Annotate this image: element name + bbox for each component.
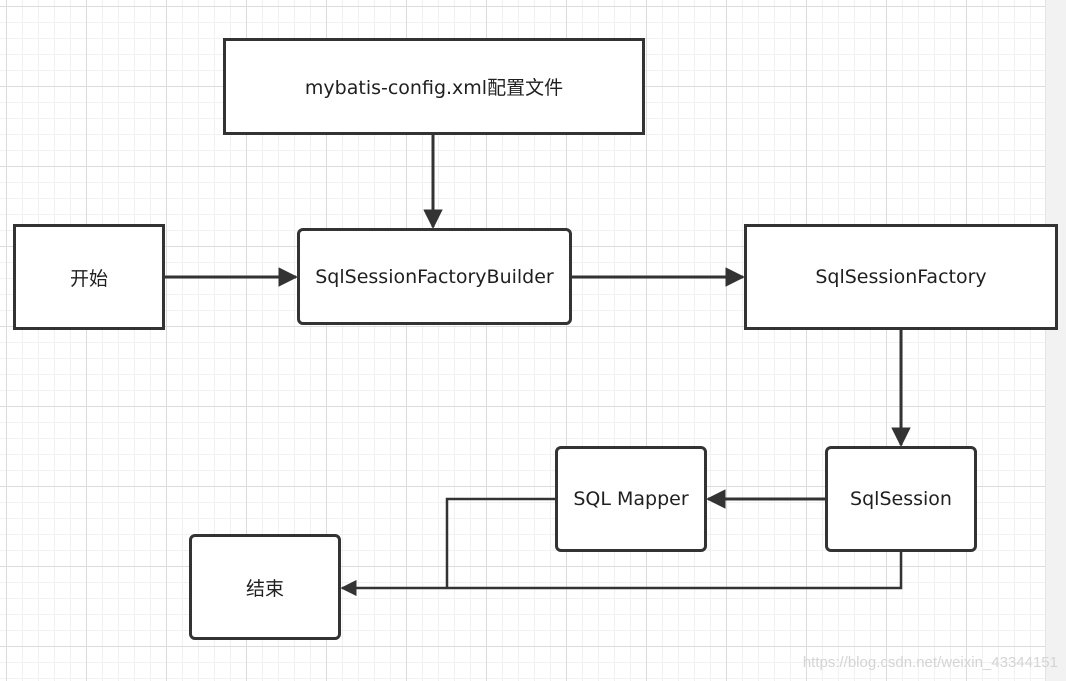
config-file-label: mybatis-config.xml配置文件 <box>304 77 564 99</box>
sqlsession-label: SqlSession <box>850 488 952 510</box>
start-node[interactable]: 开始 <box>13 224 165 330</box>
end-label: 结束 <box>245 577 284 600</box>
config-file-node[interactable]: mybatis-config.xml配置文件 <box>223 38 645 135</box>
edge-session-to-end <box>340 552 903 597</box>
sql-mapper-node[interactable]: SQL Mapper <box>555 446 707 552</box>
start-label: 开始 <box>69 267 108 290</box>
sqlsessionfactorybuilder-node[interactable]: SqlSessionFactoryBuilder <box>297 228 572 325</box>
sqlsessionfactory-node[interactable]: SqlSessionFactory <box>744 224 1058 330</box>
end-node[interactable]: 结束 <box>189 534 341 640</box>
vertical-scrollbar[interactable] <box>1045 0 1066 681</box>
sqlsessionfactorybuilder-label: SqlSessionFactoryBuilder <box>315 265 554 288</box>
sqlsessionfactory-label: SqlSessionFactory <box>815 266 987 288</box>
sqlsession-node[interactable]: SqlSession <box>825 446 977 552</box>
sql-mapper-label: SQL Mapper <box>573 488 689 510</box>
edge-mapper-to-end <box>445 497 555 588</box>
csdn-watermark: https://blog.csdn.net/weixin_43344151 <box>802 654 1058 671</box>
